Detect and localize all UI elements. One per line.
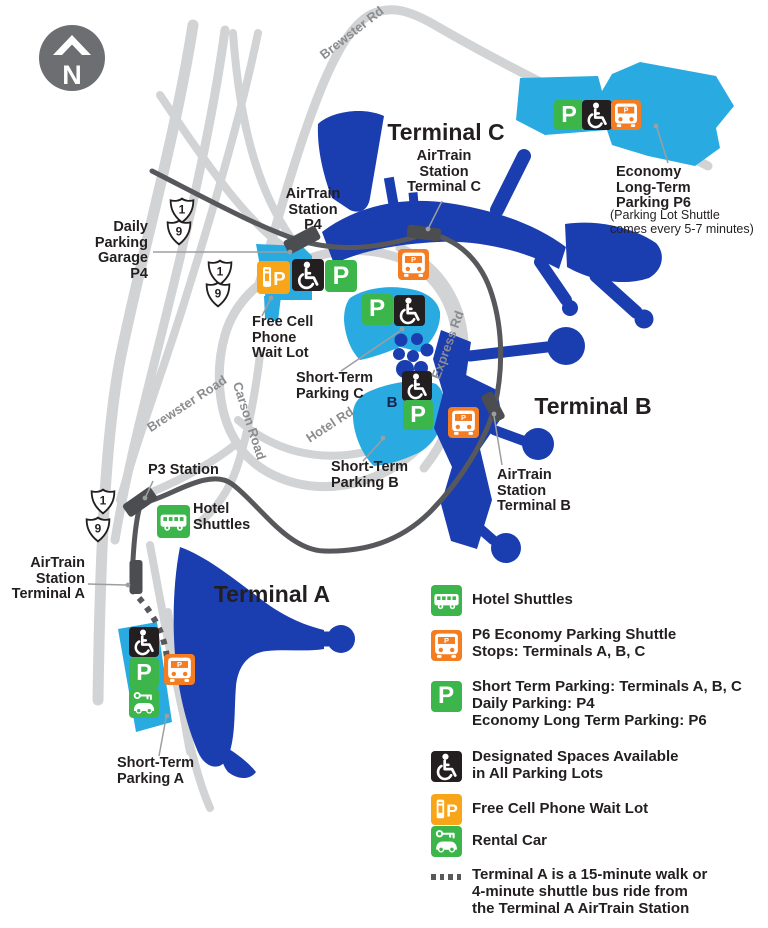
- compass-arrow-icon: [53, 35, 91, 55]
- terminal-b-satellite-3: [491, 533, 521, 563]
- terminal-c-dome-2: [562, 300, 578, 316]
- terminal-b-arm-3: [463, 513, 498, 545]
- terminal-c-funnel: [317, 110, 384, 212]
- terminal-b-arm-2: [489, 425, 529, 446]
- station-p4: [283, 225, 321, 255]
- station-terminal-a: [129, 560, 143, 594]
- terminal-b-satellite-1: [547, 327, 585, 365]
- terminal-c-pier-se: [589, 269, 643, 319]
- terminal-a-fan: [173, 547, 324, 767]
- terminal-c-paw: [393, 333, 434, 378]
- lot-p6: [516, 62, 734, 166]
- station-p3: [122, 487, 158, 517]
- road-carson: [196, 351, 264, 526]
- road-ring-to-p3: [148, 440, 240, 496]
- station-terminal-b: [481, 391, 505, 423]
- leader-lines: [87, 123, 669, 757]
- terminal-c-concourse: [322, 200, 566, 269]
- terminal-c-pier-2: [408, 192, 420, 216]
- compass-rose: N: [39, 25, 105, 91]
- airtrain-layer: [122, 168, 505, 662]
- road-interchange-5: [229, 29, 304, 254]
- lot-free-cell-stub: [264, 296, 281, 322]
- terminal-c-east-blob: [565, 222, 662, 283]
- airtrain-stations: [122, 224, 505, 594]
- station-terminal-c: [406, 224, 442, 242]
- terminals-layer: [173, 110, 662, 778]
- terminal-c-pier-1: [383, 176, 400, 210]
- terminal-a-satellite: [327, 625, 355, 653]
- terminal-c-pier-s: [534, 256, 572, 306]
- terminal-b-arm-1: [464, 341, 553, 362]
- terminal-a-pier-s: [221, 745, 256, 778]
- road-parking-ring: [214, 246, 462, 492]
- terminal-c-dome-1: [634, 309, 654, 329]
- terminal-c-pier-ne: [490, 149, 531, 217]
- compass-north-letter: N: [62, 60, 82, 90]
- airtrain-line: [143, 168, 504, 554]
- terminal-b-band: [433, 330, 502, 549]
- terminal-b-satellite-2: [522, 428, 554, 460]
- road-interchange-1: [92, 19, 199, 706]
